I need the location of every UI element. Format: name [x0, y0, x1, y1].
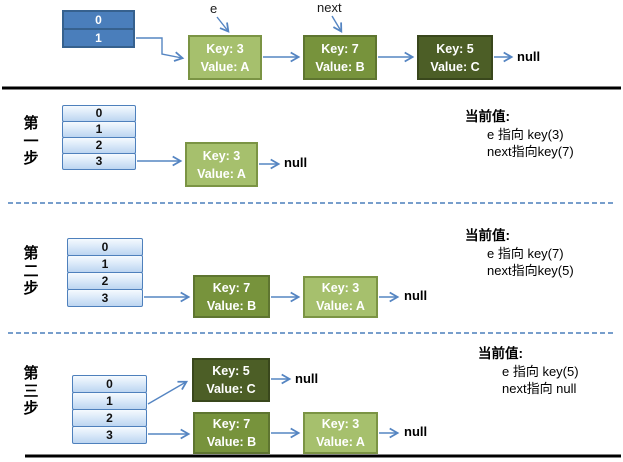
step1-char-2: 一 [23, 132, 39, 150]
step2-char-2: 二 [23, 262, 39, 280]
node-key7-step3: Key: 7 Value: B [193, 412, 270, 454]
arrow-e-pointer [216, 16, 230, 33]
node-key-text: Key: 5 [436, 41, 474, 56]
hash-bucket-array: 0 1 [62, 10, 135, 48]
null-label-step3-upper: null [295, 371, 319, 386]
step3-label: 第 三 步 [21, 365, 41, 418]
step1-char-1: 第 [23, 115, 39, 132]
step3-char-1: 第 [23, 365, 39, 382]
node-value-text: Value: A [200, 59, 250, 74]
status-block-step2: 当前值: e 指向 key(7) next指向key(5) [465, 226, 574, 279]
bucket-cell-0: 0 [95, 13, 102, 27]
status-block-step3: 当前值: e 指向 key(5) next指向 null [478, 344, 579, 397]
array-cell: 1 [72, 392, 147, 410]
node-key5-top: Key: 5 Value: C [417, 35, 493, 80]
table-array-step2: 0 1 2 3 [67, 238, 143, 307]
bucket-cell-1: 1 [64, 28, 133, 46]
step2-label: 第 二 步 [21, 245, 41, 298]
node-value-text: Value: B [206, 435, 257, 449]
node-key-text: Key: 7 [212, 280, 251, 295]
array-cell: 2 [72, 409, 147, 427]
step3-char-3: 步 [23, 400, 39, 417]
status-line-next: next指向key(7) [487, 144, 574, 159]
arrow-next-pointer [331, 15, 343, 34]
status-line-next: next指向key(5) [487, 263, 574, 278]
status-title: 当前值: [478, 346, 523, 361]
array-cell: 3 [62, 153, 136, 170]
step2-char-1: 第 [23, 245, 39, 262]
node-value-text: Value: B [315, 59, 365, 74]
null-label-top: null [517, 49, 541, 64]
array-cell: 0 [67, 238, 143, 256]
status-block-step1: 当前值: e 指向 key(3) next指向key(7) [465, 107, 574, 160]
node-key-text: Key: 3 [321, 281, 360, 295]
step1-char-3: 步 [23, 150, 39, 167]
status-line-e: e 指向 key(5) [502, 364, 579, 379]
arrow-bucket-to-key3 [136, 37, 185, 62]
node-value-text: Value: C [206, 382, 256, 396]
array-cell: 2 [62, 137, 136, 154]
array-cell: 3 [67, 289, 143, 307]
node-value-text: Value: B [206, 298, 257, 313]
status-line-e: e 指向 key(3) [487, 127, 564, 142]
table-array-step1: 0 1 2 3 [62, 105, 136, 170]
node-key3-step3: Key: 3 Value: A [303, 412, 378, 454]
node-value-text: Value: A [316, 435, 365, 449]
node-key-text: Key: 3 [206, 41, 244, 56]
node-key3-step1: Key: 3 Value: A [185, 142, 258, 187]
null-label-step1: null [284, 155, 308, 170]
node-key-text: Key: 7 [321, 41, 359, 56]
node-key-text: Key: 7 [212, 417, 251, 431]
step3-char-2: 三 [23, 382, 39, 400]
node-key7-top: Key: 7 Value: B [303, 35, 377, 80]
array-cell: 0 [62, 105, 136, 122]
null-label-step2: null [404, 288, 428, 303]
node-key-text: Key: 3 [321, 417, 360, 431]
node-key5-step3: Key: 5 Value: C [192, 358, 270, 402]
table-array-step3: 0 1 2 3 [72, 375, 147, 444]
status-title: 当前值: [465, 109, 510, 124]
node-key7-step2: Key: 7 Value: B [193, 275, 270, 318]
node-key-text: Key: 3 [202, 148, 241, 163]
array-cell: 0 [72, 375, 147, 393]
status-line-e: e 指向 key(7) [487, 246, 564, 261]
array-cell: 2 [67, 272, 143, 290]
pointer-next-label: next [317, 0, 342, 15]
step1-label: 第 一 步 [21, 115, 41, 168]
arrow-array-to-key5-step3 [147, 380, 189, 405]
pointer-e-label: e [210, 1, 218, 16]
null-label-step3-lower: null [404, 424, 428, 439]
node-key-text: Key: 5 [212, 364, 250, 378]
node-key3-top: Key: 3 Value: A [188, 35, 262, 80]
array-cell: 1 [67, 255, 143, 273]
status-title: 当前值: [465, 228, 510, 243]
status-line-next: next指向 null [502, 381, 577, 396]
array-cell: 1 [62, 121, 136, 138]
step2-char-3: 步 [23, 280, 39, 297]
node-value-text: Value: A [316, 299, 365, 313]
array-cell: 3 [72, 426, 147, 444]
node-key3-step2: Key: 3 Value: A [303, 276, 378, 318]
node-value-text: Value: C [430, 59, 480, 74]
node-value-text: Value: A [197, 166, 246, 181]
